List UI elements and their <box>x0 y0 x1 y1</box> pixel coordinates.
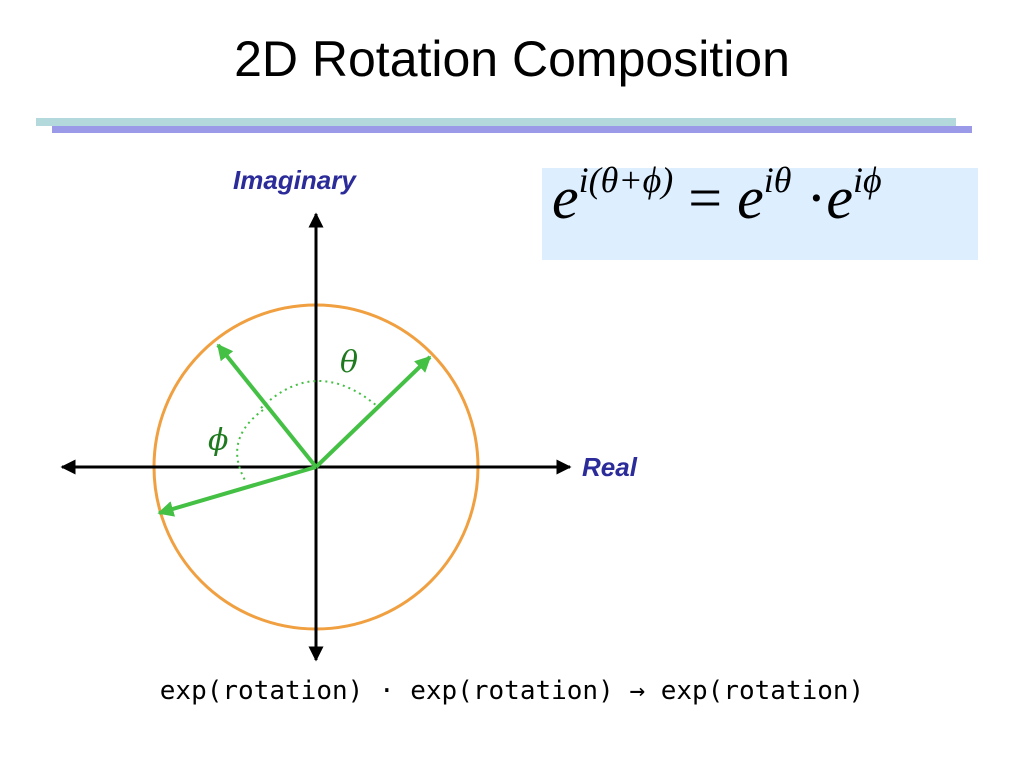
vector-sum <box>157 465 317 517</box>
real-axis-label: Real <box>582 452 637 482</box>
phi-label: ϕ <box>208 423 228 458</box>
footer-term-1: exp(rotation) <box>159 676 364 706</box>
formula-exponent-2: iθ <box>763 160 792 200</box>
theta-label: θ <box>340 345 358 380</box>
formula-exponent-1: i(θ+ϕ) <box>578 160 674 200</box>
formula-exponent-3: iϕ <box>853 160 882 200</box>
euler-formula: ei(θ+ϕ) = eiθ ·eiϕ <box>552 162 882 228</box>
footer-dot: · <box>378 676 395 706</box>
formula-dot: · <box>806 165 827 231</box>
title-rule-bottom <box>52 126 972 133</box>
formula-base-1: e <box>552 165 579 231</box>
imaginary-axis-label: Imaginary <box>233 165 356 195</box>
title-rule-top <box>36 118 956 126</box>
formula-base-2: e <box>737 165 764 231</box>
formula-base-3: e <box>826 165 854 231</box>
phi-arc <box>236 409 264 483</box>
footer-term-2: exp(rotation) <box>410 676 614 706</box>
composition-footer: exp(rotation) · exp(rotation) → exp(rota… <box>0 676 1024 706</box>
footer-term-3: exp(rotation) <box>660 676 865 706</box>
formula-box <box>542 168 978 260</box>
slide-title: 2D Rotation Composition <box>234 31 790 87</box>
theta-arc <box>260 380 378 409</box>
vector-theta <box>314 355 432 469</box>
formula-equals: = <box>688 165 723 231</box>
vector-rotated-phi <box>216 343 318 469</box>
footer-arrow: → <box>629 676 646 706</box>
